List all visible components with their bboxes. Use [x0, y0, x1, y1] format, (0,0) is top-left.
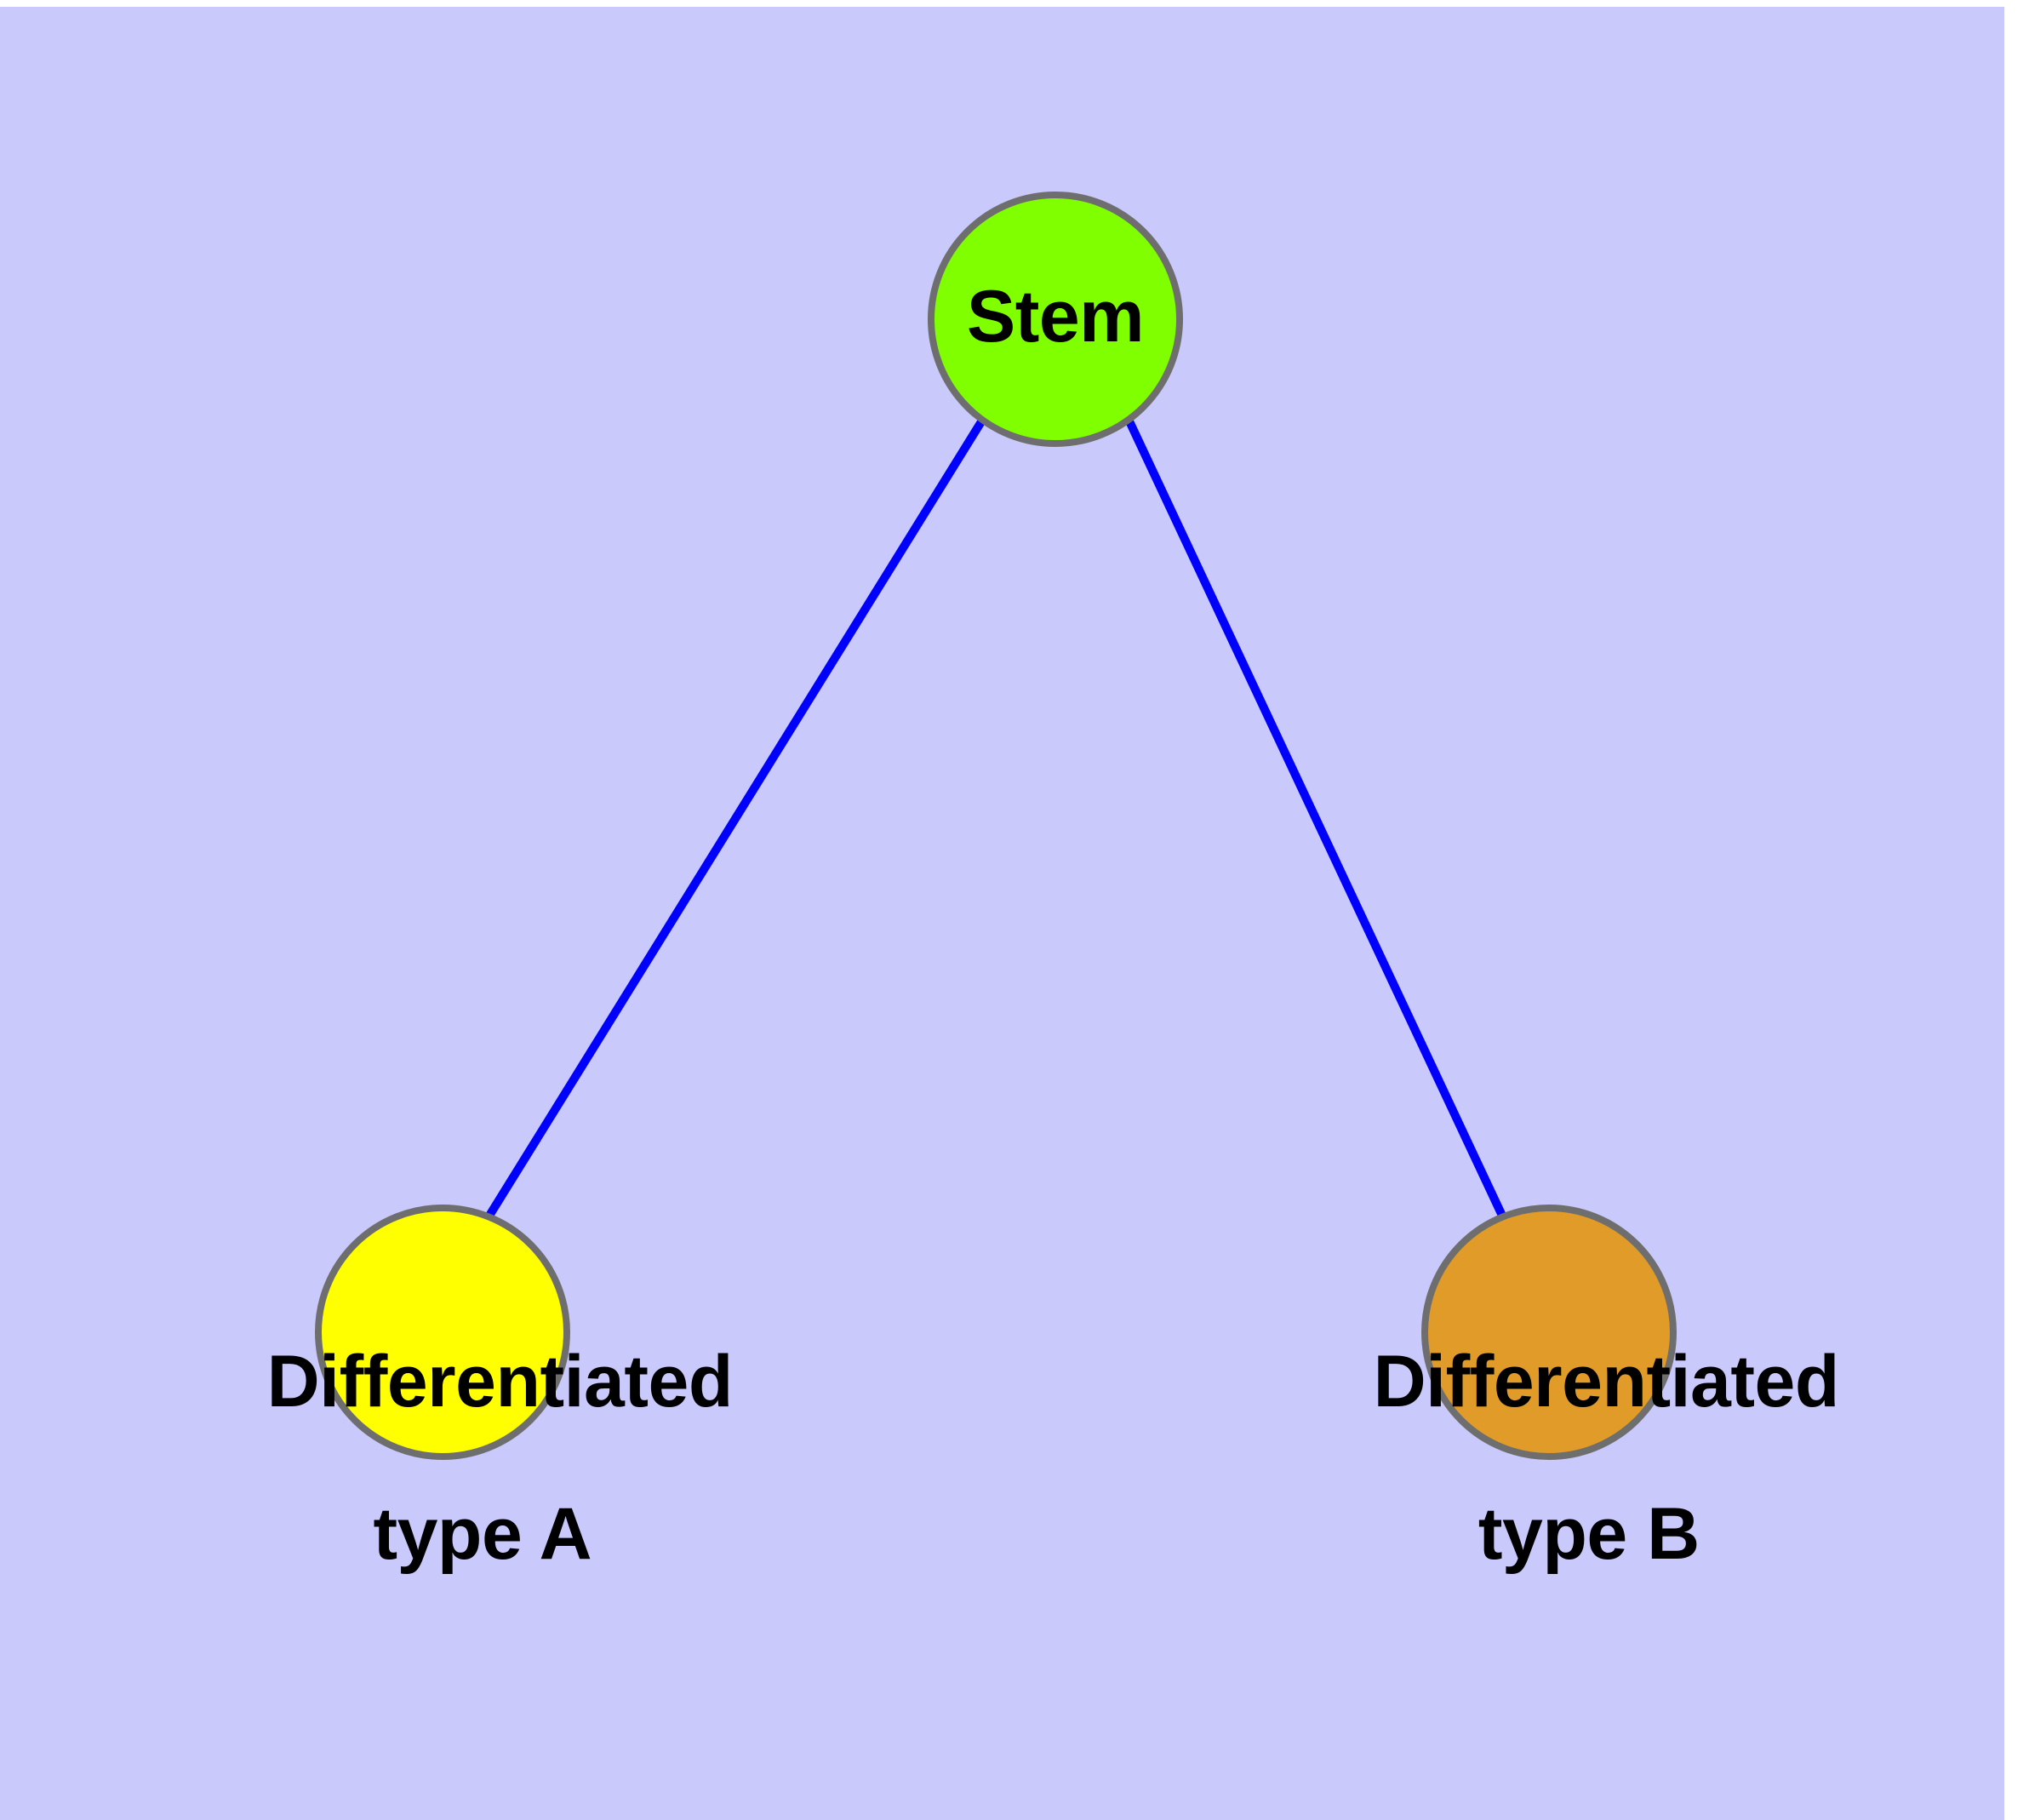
- node-layer: [315, 192, 1677, 1460]
- edge-stem-to-differentiated-type-a: [485, 419, 985, 1220]
- node-differentiated-type-a[interactable]: [315, 1205, 570, 1460]
- node-differentiated-type-b[interactable]: [1421, 1205, 1677, 1460]
- edge-layer: [485, 419, 1506, 1220]
- edge-stem-to-differentiated-type-b: [1126, 419, 1506, 1220]
- node-stem[interactable]: [928, 192, 1183, 447]
